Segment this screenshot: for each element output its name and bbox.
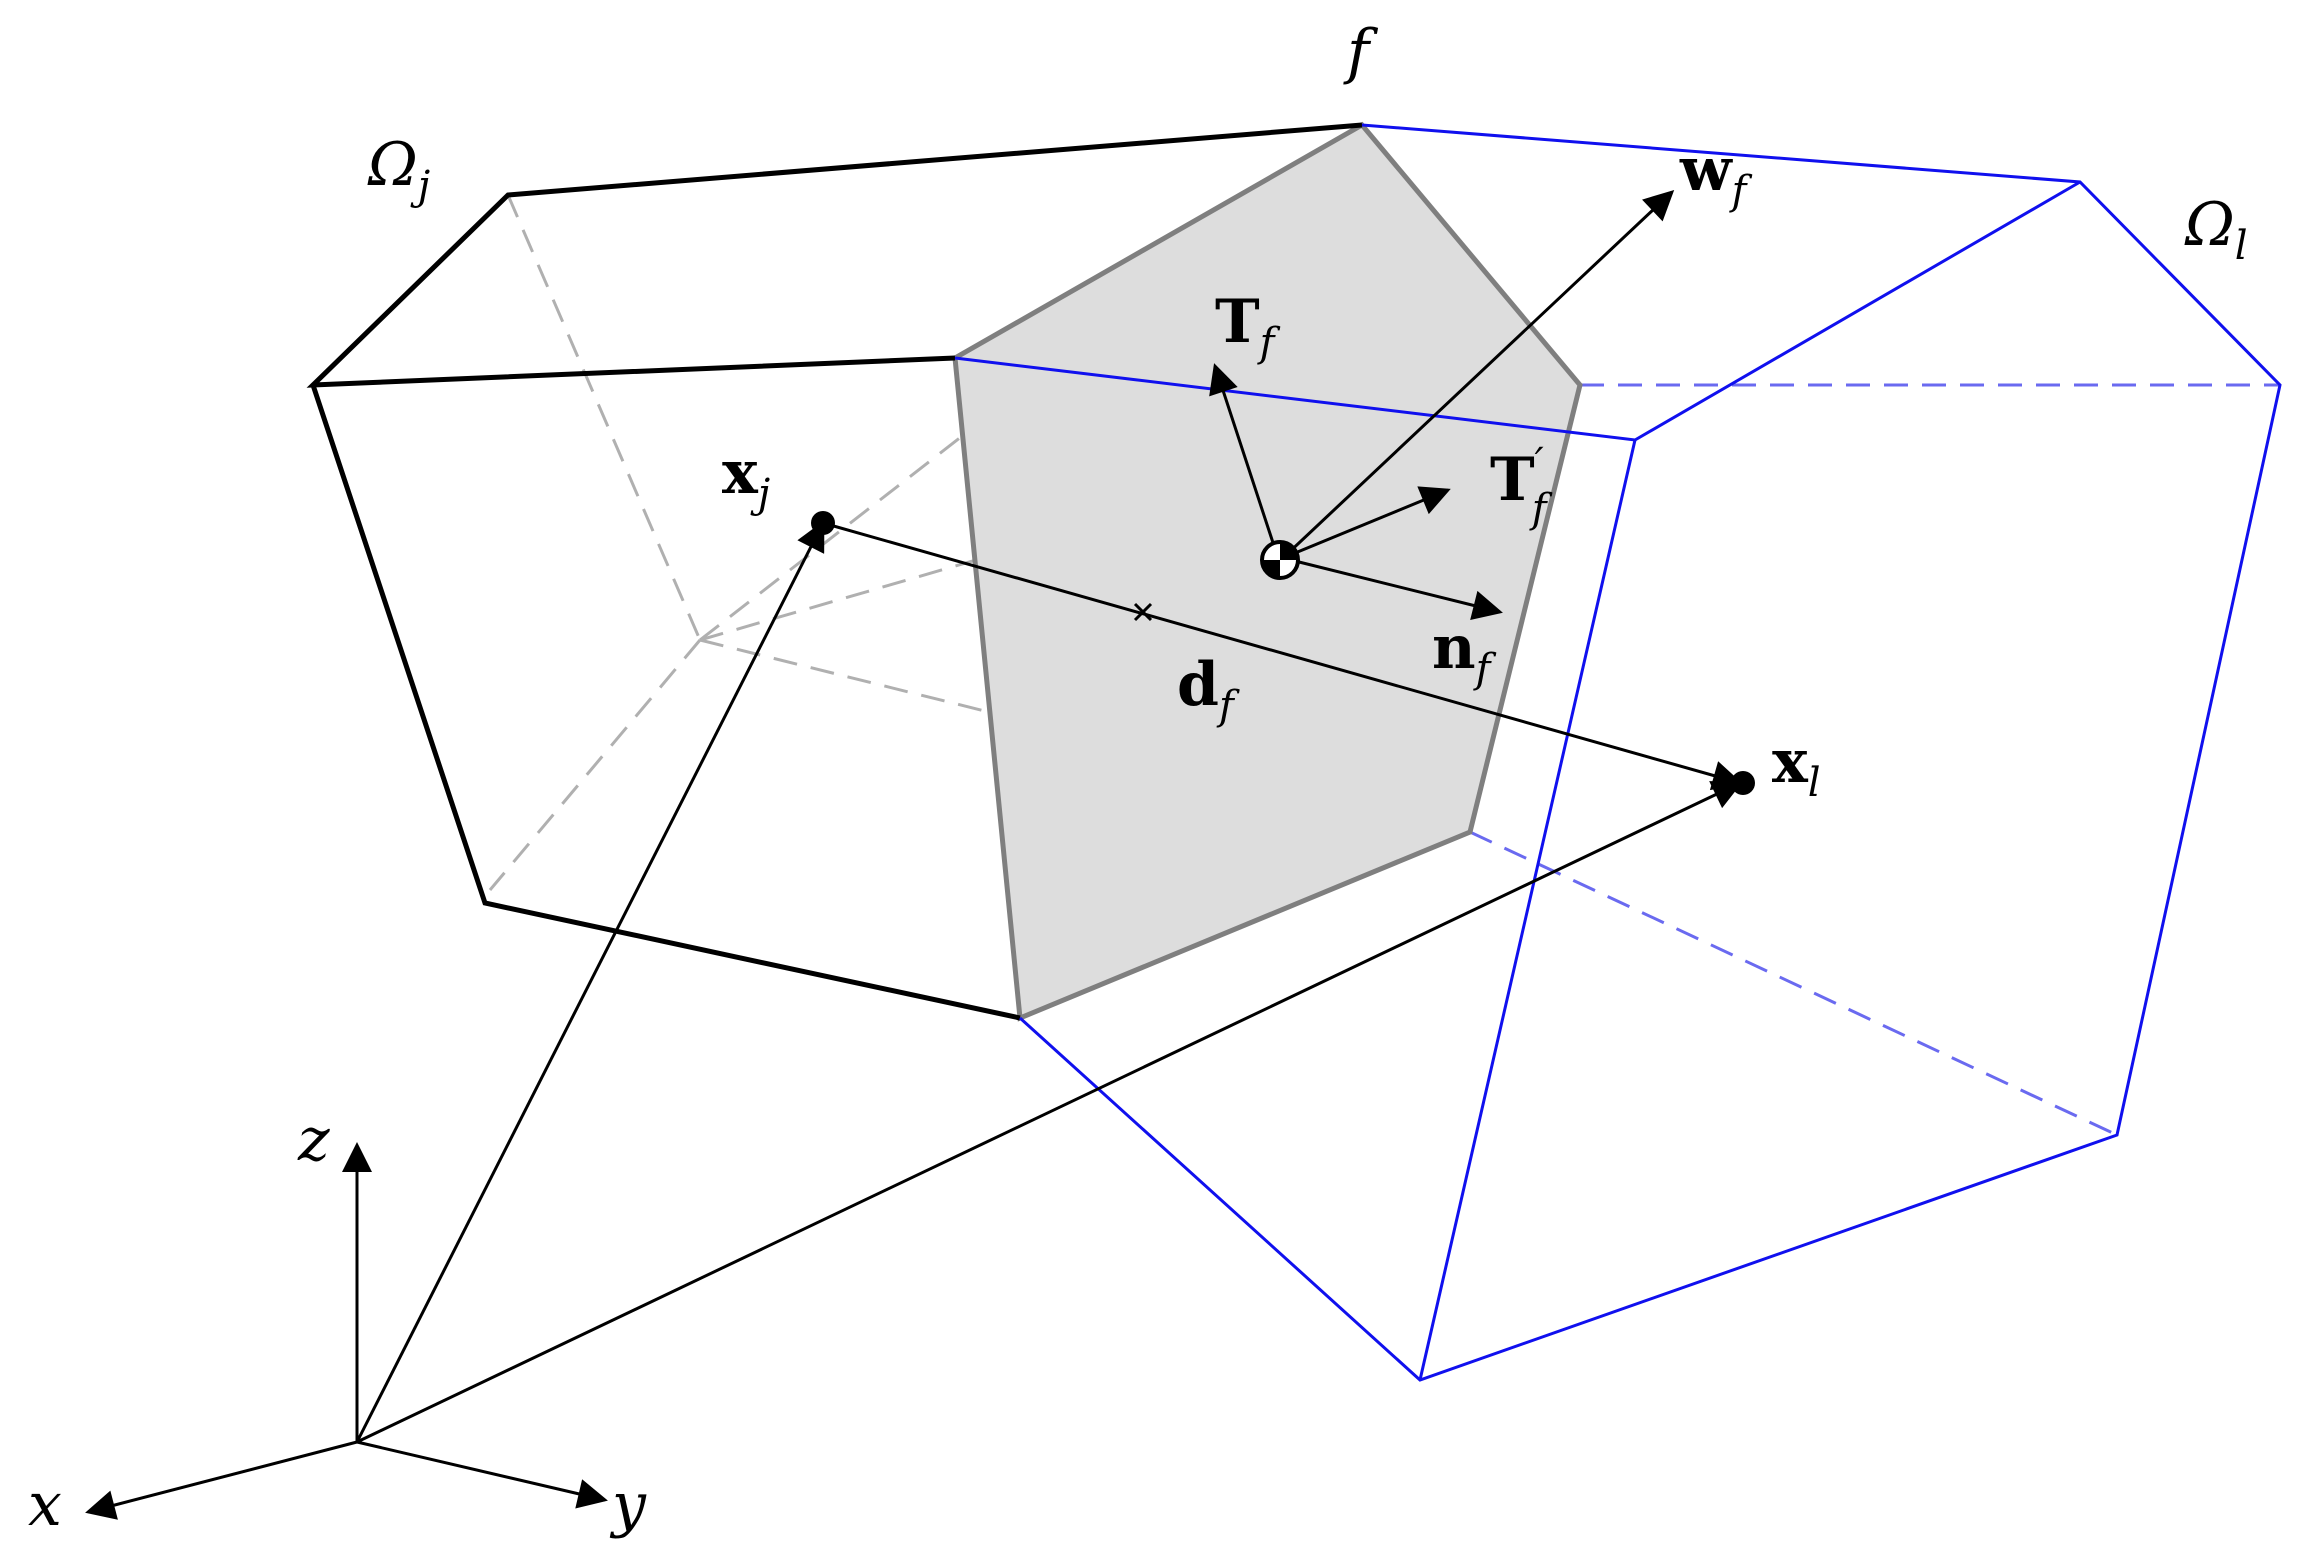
label-axis-z: z [297,1105,330,1175]
label-axis-x: x [28,1470,62,1540]
distance-vector-df [822,521,1743,791]
cell-l-hidden-edges [1469,383,2280,1137]
label-cell-l: Ωl [2184,190,2248,269]
label-wf: wf [1679,135,1753,214]
vector-Tf-prime [1282,486,1451,560]
vector-Tf [1209,363,1280,559]
face-intersection-marker [1133,602,1153,622]
label-xj: xj [722,438,770,517]
cell-l-edges [954,123,2282,1382]
position-vector-xj [355,520,825,1443]
face-centroid [1260,540,1300,580]
cell-j-edges [306,122,1363,1021]
position-vector-xl [356,781,1743,1444]
label-Tf: Tf [1215,287,1281,366]
centroid-xl [1731,771,1755,795]
position-vectors [355,520,1743,1444]
label-xl: xl [1772,727,1821,806]
label-face-f: f [1343,17,1379,87]
vector-wf [1281,189,1675,560]
face-vectors [1209,189,1675,621]
axis-x-arrow [85,1440,358,1520]
centroid-xj [811,511,835,535]
label-cell-j: Ωj [367,130,430,209]
label-axis-y: y [609,1470,647,1540]
axis-y-arrow [356,1440,608,1509]
vector-nf [1282,556,1503,621]
coordinate-axes [85,1142,608,1520]
